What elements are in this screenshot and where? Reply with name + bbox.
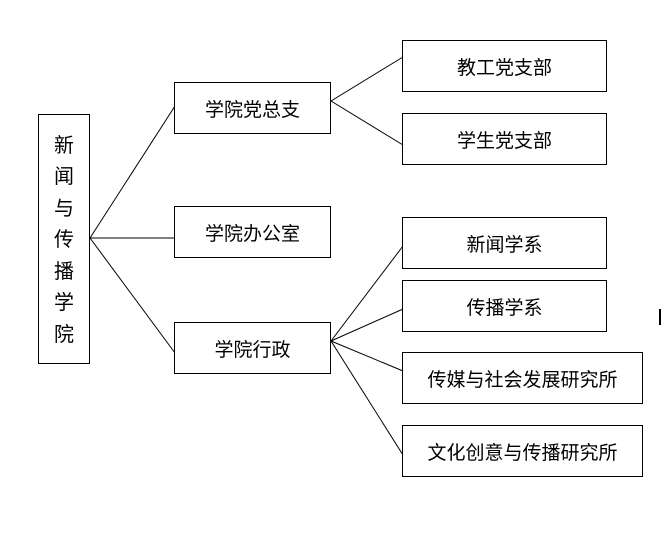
edge-mark xyxy=(659,309,661,325)
connector-root-admin xyxy=(89,237,176,354)
connector-party-teacher xyxy=(330,56,404,102)
connector-admin-communication xyxy=(330,308,404,342)
connector-admin-media xyxy=(330,340,404,372)
node-party-committee: 学院党总支 xyxy=(174,82,331,134)
node-label: 学生党支部 xyxy=(456,129,552,152)
connector-party-student xyxy=(330,100,404,146)
root-label-char: 闻 xyxy=(54,164,74,188)
root-label-char: 与 xyxy=(54,195,74,220)
node-communication-department: 传播学系 xyxy=(402,280,607,332)
node-journalism-department: 新闻学系 xyxy=(402,217,607,269)
node-label: 学院党总支 xyxy=(204,98,300,121)
node-media-society-institute: 传媒与社会发展研究所 xyxy=(402,352,643,404)
node-label: 传媒与社会发展研究所 xyxy=(427,368,618,391)
node-culture-creative-institute: 文化创意与传播研究所 xyxy=(402,425,643,477)
connector-root-party xyxy=(89,105,176,239)
root-label-char: 播 xyxy=(54,258,74,283)
root-node: 新闻与传播学院 xyxy=(38,114,90,364)
root-label-char: 传 xyxy=(54,227,74,251)
node-label: 文化创意与传播研究所 xyxy=(427,441,618,464)
node-college-administration: 学院行政 xyxy=(174,322,331,374)
connector-admin-culture xyxy=(330,340,404,456)
node-college-office: 学院办公室 xyxy=(174,206,331,258)
node-label: 教工党支部 xyxy=(456,56,552,79)
node-student-party-branch: 学生党支部 xyxy=(402,113,607,165)
node-teacher-party-branch: 教工党支部 xyxy=(402,40,607,92)
connector-admin-journalism xyxy=(330,245,404,342)
node-label: 传播学系 xyxy=(466,296,543,319)
node-label: 学院办公室 xyxy=(204,222,300,245)
root-label-char: 新 xyxy=(54,132,74,157)
root-label-char: 院 xyxy=(54,321,74,346)
root-label-char: 学 xyxy=(54,290,74,314)
node-label: 学院行政 xyxy=(214,338,291,361)
node-label: 新闻学系 xyxy=(466,233,543,256)
